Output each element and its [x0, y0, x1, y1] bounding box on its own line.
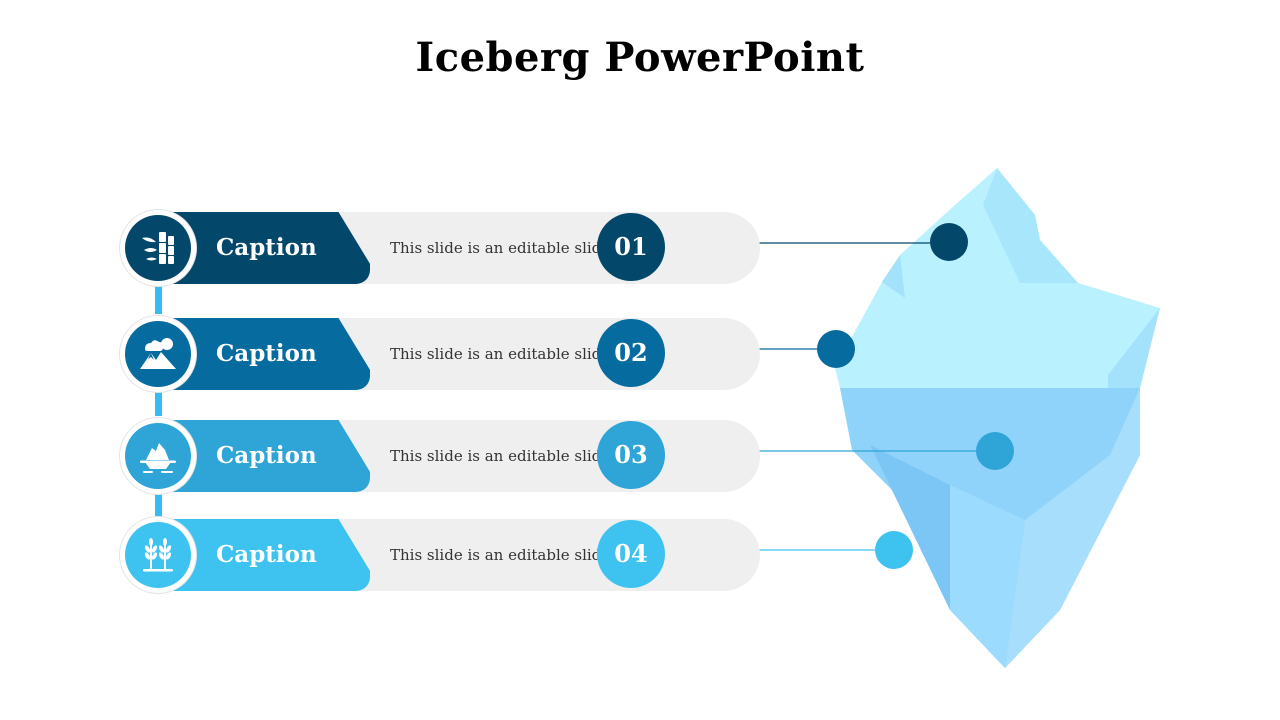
step-icon-ring — [120, 210, 196, 286]
step-row-4: Caption This slide is an editable slide — [120, 517, 760, 593]
pointer-dot-3 — [976, 432, 1014, 470]
step-icon-ring — [120, 316, 196, 392]
step-caption: Caption — [216, 234, 317, 261]
step-number-badge: 02 — [597, 319, 665, 387]
step-number-badge: 04 — [597, 520, 665, 588]
step-caption: Caption — [216, 442, 317, 469]
step-row-2: Caption This slide is an editable slide … — [120, 316, 760, 392]
step-description: This slide is an editable slide — [390, 239, 611, 257]
step-description: This slide is an editable slide — [390, 447, 611, 465]
step-row-3: Caption This slide is an editable slide … — [120, 418, 760, 494]
bamboo-icon — [125, 215, 191, 281]
step-caption: Caption — [216, 541, 317, 568]
step-description: This slide is an editable slide — [390, 345, 611, 363]
connector-1-2 — [155, 282, 162, 314]
pointer-dot-4 — [875, 531, 913, 569]
step-row-1: Caption This slide is an editable slide … — [120, 210, 760, 286]
pointer-dot-1 — [930, 223, 968, 261]
step-description: This slide is an editable slide — [390, 546, 611, 564]
connector-2-3 — [155, 386, 162, 416]
step-number-badge: 01 — [597, 213, 665, 281]
step-number-badge: 03 — [597, 421, 665, 489]
mountain-cloud-icon — [125, 321, 191, 387]
step-icon-ring — [120, 517, 196, 593]
connector-3-4 — [155, 488, 162, 518]
iceberg-icon — [125, 423, 191, 489]
wheat-icon — [125, 522, 191, 588]
step-icon-ring — [120, 418, 196, 494]
pointer-dot-2 — [817, 330, 855, 368]
pointer-lines — [665, 242, 977, 551]
step-caption: Caption — [216, 340, 317, 367]
iceberg-illustration — [835, 168, 1160, 668]
pointer-dots — [817, 223, 1014, 569]
slide-title: Iceberg PowerPoint — [415, 34, 865, 81]
